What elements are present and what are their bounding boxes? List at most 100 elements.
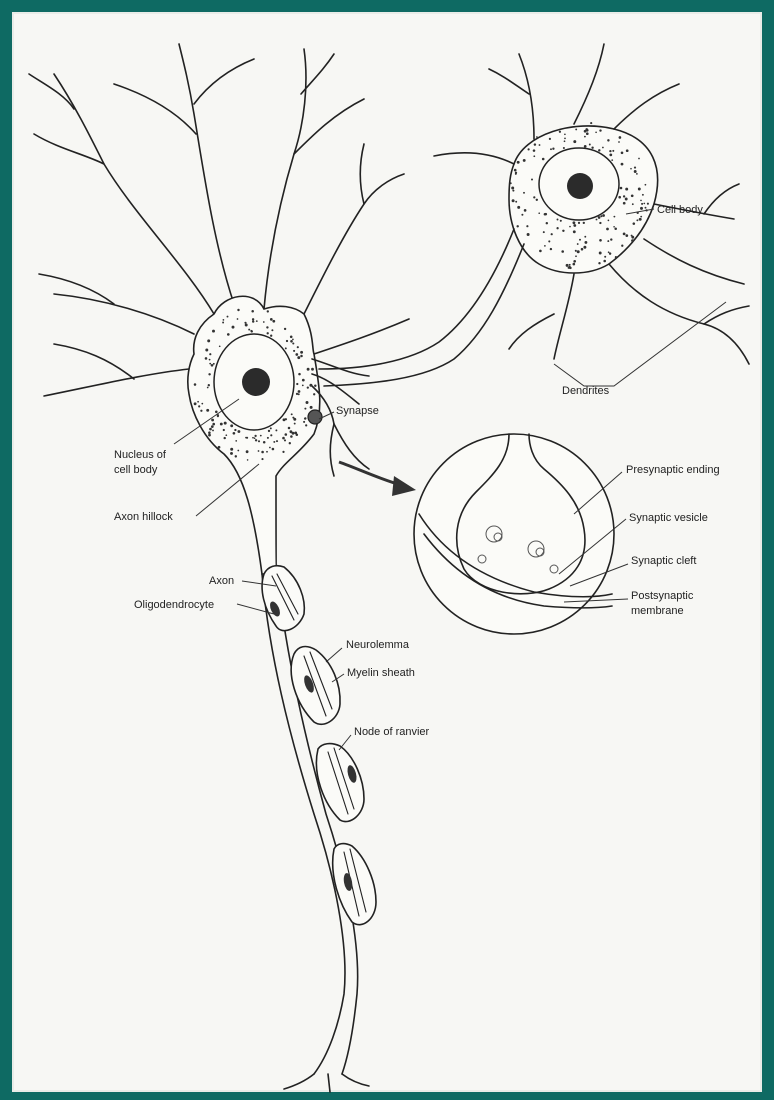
label-synaptic-cleft: Synaptic cleft (631, 555, 696, 567)
granule-dot (599, 222, 601, 224)
granule-dot (296, 393, 298, 395)
granule-dot (609, 252, 611, 254)
granule-dot (205, 357, 208, 360)
granule-dot (600, 215, 602, 217)
label-nucleus-line2: cell body (114, 464, 158, 476)
granule-dot (291, 413, 293, 415)
granule-dot (307, 386, 309, 388)
granule-dot (267, 332, 269, 334)
granule-dot (208, 384, 210, 386)
granule-dot (533, 155, 535, 157)
granule-dot (598, 262, 600, 264)
granule-dot (209, 359, 211, 361)
granule-dot (613, 216, 615, 218)
granule-dot (643, 203, 645, 205)
granule-dot (573, 140, 576, 143)
granule-dot (288, 427, 291, 430)
granule-dot (549, 138, 551, 140)
granule-dot (636, 219, 638, 221)
granule-dot (282, 451, 284, 453)
granule-dot (209, 353, 211, 355)
granule-dot (516, 225, 518, 227)
label-cell-body: Cell body (657, 204, 703, 216)
granule-dot (237, 430, 240, 433)
granule-dot (575, 128, 577, 130)
granule-dot (631, 236, 634, 239)
label-node-of-ranvier: Node of ranvier (354, 726, 430, 738)
granule-dot (538, 212, 540, 214)
granule-dot (603, 260, 606, 263)
granule-dot (209, 363, 211, 365)
granule-dot (557, 219, 559, 221)
granule-dot (620, 187, 623, 190)
granule-dot (610, 238, 612, 240)
granule-dot (562, 230, 564, 232)
granule-dot (237, 309, 239, 311)
granule-dot (245, 324, 248, 327)
granule-dot (260, 435, 262, 437)
granule-dot (198, 405, 200, 407)
granule-dot (286, 340, 288, 342)
granule-dot (634, 170, 637, 173)
granule-dot (230, 452, 233, 455)
granule-dot (208, 434, 211, 437)
granule-dot (293, 418, 296, 421)
granule-dot (634, 167, 636, 169)
granule-dot (531, 179, 533, 181)
granule-dot (275, 429, 277, 431)
granule-dot (303, 421, 305, 423)
granule-dot (272, 448, 275, 451)
granule-dot (200, 410, 202, 412)
granule-dot (584, 130, 587, 133)
granule-dot (212, 423, 215, 426)
granule-dot (523, 159, 526, 162)
main-neuron (29, 44, 409, 1092)
granule-dot (208, 373, 210, 375)
granule-dot (614, 228, 617, 231)
label-nucleus-line1: Nucleus of (114, 449, 167, 461)
granule-dot (602, 147, 604, 149)
granule-dot (305, 424, 307, 426)
granule-dot (573, 263, 576, 266)
granule-dot (270, 335, 272, 337)
granule-dot (212, 330, 215, 333)
granule-dot (625, 188, 628, 191)
granule-dot (539, 144, 541, 146)
granule-dot (211, 364, 214, 367)
granule-dot (222, 322, 224, 324)
granule-dot (310, 406, 313, 409)
granule-dot (536, 136, 538, 138)
granule-dot (314, 385, 316, 387)
granule-dot (619, 136, 622, 139)
granule-dot (521, 214, 523, 216)
granule-dot (270, 427, 272, 429)
granule-dot (550, 248, 552, 250)
granule-dot (533, 149, 536, 152)
granule-dot (230, 448, 233, 451)
granule-dot (248, 329, 250, 331)
granule-dot (584, 236, 586, 238)
granule-dot (309, 384, 312, 387)
label-dendrites: Dendrites (562, 385, 610, 397)
granule-dot (311, 368, 314, 371)
granule-dot (293, 350, 295, 352)
granule-dot (623, 202, 626, 205)
granule-dot (292, 339, 294, 341)
granule-dot (623, 233, 626, 236)
granule-dot (612, 150, 614, 152)
granule-dot (641, 203, 643, 205)
granule-dot (543, 231, 545, 233)
granule-dot (223, 319, 225, 321)
granule-dot (266, 451, 268, 453)
granule-dot (284, 328, 286, 330)
granule-dot (255, 439, 257, 441)
inset-arrow-head (392, 476, 416, 496)
granule-dot (254, 435, 256, 437)
granule-dot (237, 450, 239, 452)
granule-dot (569, 264, 571, 266)
granule-dot (234, 429, 236, 431)
granule-dot (566, 264, 569, 267)
granule-dot (604, 256, 606, 258)
granule-dot (640, 200, 642, 202)
granule-dot (225, 434, 227, 436)
